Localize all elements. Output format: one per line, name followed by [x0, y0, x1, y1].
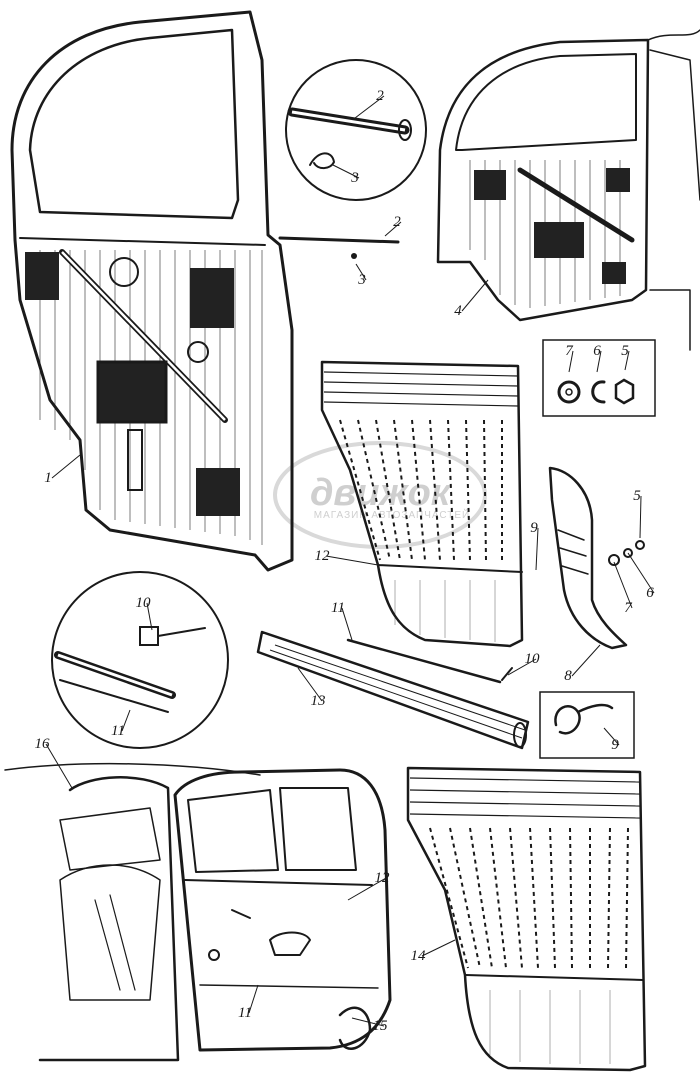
car-interior-view: [4, 762, 392, 1062]
detail-box-clip-9: [539, 691, 635, 759]
leader-line-lbl-7a: [568, 350, 574, 373]
callout-lbl-5a: 5: [621, 343, 629, 359]
callout-lbl-3b: 3: [357, 272, 366, 288]
callout-lbl-15: 15: [373, 1018, 389, 1034]
leader-line-lbl-10b: [507, 658, 537, 676]
callout-lbl-12a: 12: [315, 548, 331, 564]
leader-line-lbl-11b: [121, 709, 131, 732]
rod-2-and-clip-3: [278, 236, 400, 259]
detail-box-fasteners: [542, 339, 656, 417]
rod-11-and-clip-10: [346, 638, 513, 684]
leader-line-lbl-12a: [325, 555, 379, 566]
leader-line-lbl-4: [461, 279, 489, 312]
callout-lbl-11c: 11: [238, 1005, 252, 1021]
leader-line-lbl-9a: [535, 527, 539, 571]
watermark-brand: движок: [310, 472, 452, 514]
detail-circle-seal-11: [51, 571, 229, 749]
callout-lbl-3a: 3: [350, 170, 359, 186]
callout-lbl-1: 1: [44, 470, 52, 486]
leader-line-lbl-1: [51, 454, 81, 479]
callout-lbl-6a: 6: [593, 343, 601, 359]
leader-line-lbl-11a: [341, 607, 353, 641]
callout-lbl-11a: 11: [331, 600, 345, 616]
callout-lbl-6b: 6: [646, 585, 654, 601]
leader-line-lbl-9b: [603, 727, 620, 746]
callout-lbl-8: 8: [564, 668, 572, 684]
callout-lbl-5b: 5: [633, 488, 641, 504]
leader-line-lbl-2b: [384, 221, 402, 237]
leader-line-lbl-7b: [613, 561, 633, 609]
callout-lbl-7b: 7: [624, 600, 633, 616]
door-in-body-4: [436, 29, 700, 351]
leader-line-lbl-2a: [354, 95, 385, 119]
leader-line-lbl-15: [351, 1017, 385, 1027]
callout-lbl-10a: 10: [136, 595, 152, 611]
callout-lbl-14: 14: [411, 948, 427, 964]
callout-lbl-12b: 12: [375, 870, 391, 886]
leader-line-lbl-16: [45, 743, 73, 789]
callout-lbl-10b: 10: [525, 651, 541, 667]
watermark: движок МАГАЗИН АВТОЗАПЧАСТЕЙ: [273, 441, 487, 549]
callout-lbl-2a: 2: [376, 88, 384, 104]
watermark-tagline: МАГАЗИН АВТОЗАПЧАСТЕЙ: [314, 508, 470, 521]
callout-lbl-9a: 9: [530, 520, 538, 536]
callout-lbl-11b: 11: [111, 723, 125, 739]
callout-lbl-9b: 9: [611, 737, 619, 753]
armrest-8: [548, 466, 645, 650]
seal-strip-13: [256, 630, 530, 750]
callout-lbl-7a: 7: [565, 343, 574, 359]
leader-line-lbl-12b: [347, 877, 387, 901]
leader-line-lbl-6a: [596, 350, 602, 373]
leader-line-lbl-8: [571, 644, 601, 677]
trim-panel-12: [320, 360, 524, 648]
leader-line-lbl-3a: [332, 164, 360, 179]
leader-line-lbl-14: [421, 939, 456, 957]
leader-line-lbl-11c: [248, 984, 259, 1014]
leader-line-lbl-13: [297, 667, 323, 702]
callout-lbl-16: 16: [35, 736, 51, 752]
callout-lbl-2b: 2: [393, 214, 401, 230]
callout-lbl-4: 4: [454, 303, 462, 319]
leader-line-lbl-3b: [355, 263, 367, 281]
leader-line-lbl-5b: [639, 495, 642, 539]
trim-panel-14: [406, 766, 647, 1072]
callout-lbl-13: 13: [311, 693, 326, 709]
leader-line-lbl-6b: [627, 552, 655, 594]
leader-line-lbl-5a: [624, 350, 630, 371]
detail-circle-seal-2: [285, 59, 427, 201]
leader-line-lbl-10a: [146, 602, 153, 631]
door-panel-1: [10, 10, 294, 572]
